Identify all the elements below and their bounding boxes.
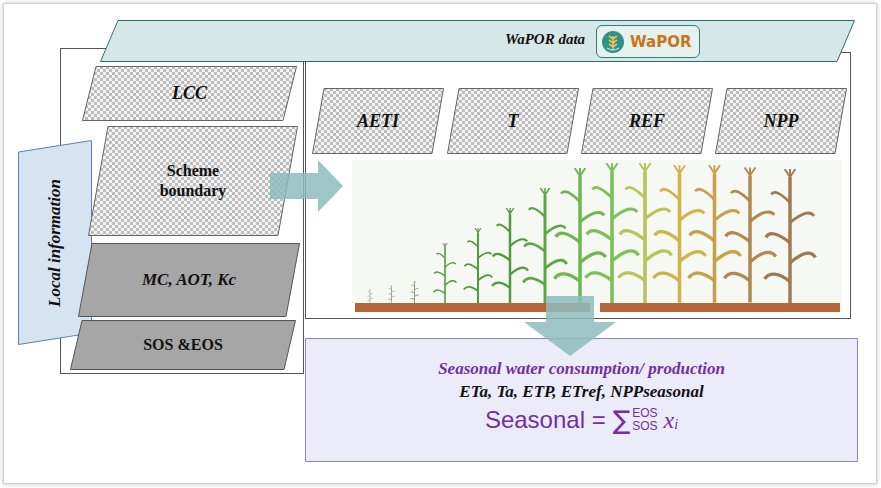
formula-text: Seasonal = (485, 406, 606, 434)
node-content: LCC (82, 66, 297, 121)
logo-text: WaPOR (630, 33, 691, 51)
node-content: AETI (312, 88, 444, 154)
layer-label: T (508, 111, 519, 132)
sum-symbol: ∑ (613, 405, 631, 435)
input-layer: LCC (82, 66, 297, 121)
layer-label: MC, AOT, Kc (142, 270, 236, 290)
wapor-logo: WaPOR (596, 25, 700, 58)
output-heading: Seasonal water consumption/ production (438, 357, 725, 380)
sum-lower-limit: SOS (632, 420, 657, 433)
layer-label: SOS &EOS (143, 336, 223, 354)
right-flow-arrow (270, 160, 343, 212)
node-content: Scheme boundary (88, 126, 298, 236)
output-variables: ETa, Ta, ETP, ETref, NPPseasonal (459, 380, 703, 403)
input-layer: SOS &EOS (70, 320, 296, 370)
data-layer: T (447, 88, 579, 154)
layer-label: AETI (357, 111, 399, 132)
data-source-banner: WaPOR data WaPOR (100, 20, 855, 62)
node-content: MC, AOT, Kc (78, 243, 300, 317)
input-layer: Scheme boundary (88, 126, 298, 236)
sum-limits: EOSSOS (632, 407, 657, 433)
node-content: NPP (715, 88, 847, 154)
node-content: REF (581, 88, 713, 154)
band-label: Local information (45, 179, 65, 307)
node-outline (100, 20, 855, 62)
output-content: Seasonal water consumption/ productionET… (305, 338, 858, 462)
seasonal-formula: Seasonal =∑EOSSOS xi (485, 405, 678, 435)
formula-variable: x (664, 407, 675, 434)
sum-upper-limit: EOS (632, 407, 657, 420)
node-content: SOS &EOS (70, 320, 296, 370)
data-layer: AETI (312, 88, 444, 154)
logo-icon (601, 30, 625, 54)
formula-subscript: i (674, 417, 678, 433)
data-layer: NPP (715, 88, 847, 154)
layer-label: LCC (172, 83, 207, 104)
down-flow-arrow (524, 296, 616, 356)
input-layer: MC, AOT, Kc (78, 243, 300, 317)
layer-label: Scheme boundary (146, 161, 241, 201)
banner-title: WaPOR data (505, 31, 585, 48)
node-outline (88, 126, 298, 236)
node-content: T (447, 88, 579, 154)
data-layer: REF (581, 88, 713, 154)
output-box: Seasonal water consumption/ productionET… (305, 338, 858, 462)
layer-label: NPP (764, 111, 799, 132)
layer-label: REF (629, 111, 665, 132)
